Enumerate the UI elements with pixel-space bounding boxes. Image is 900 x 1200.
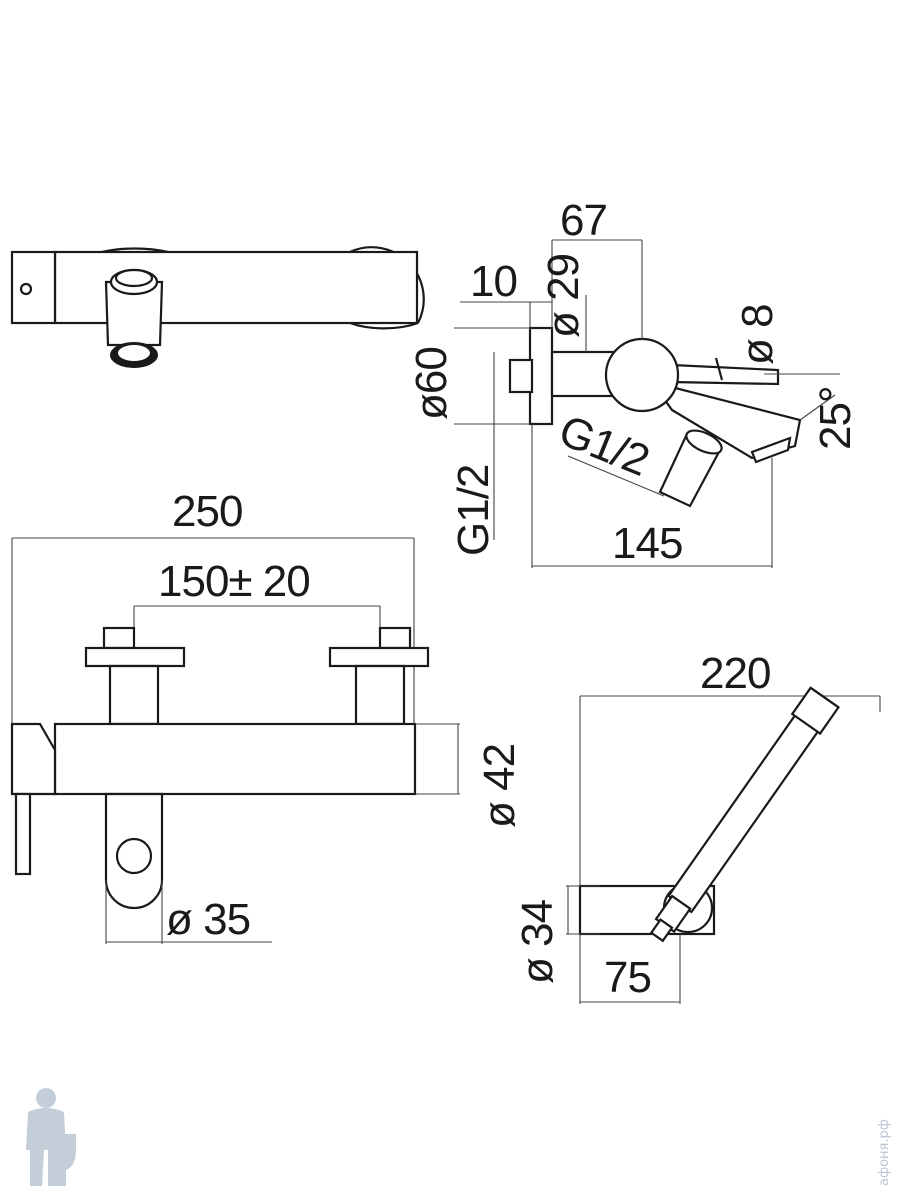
top-left-cap (101, 247, 169, 254)
front-lever (14, 792, 32, 876)
top-handle-pin (19, 282, 33, 296)
shower-stick-group (649, 686, 840, 943)
hand-shower-view: 220 ø 34 75 (513, 649, 881, 1004)
dim-34-label: ø 34 (513, 899, 562, 984)
side-lever (670, 363, 780, 386)
side-view: 67 ø 29 10 ø 8 ø60 G1/2 G1/2 25° 145 (407, 196, 860, 568)
front-left-eccentric (108, 664, 160, 726)
front-left-flange (84, 646, 186, 668)
watermark-text: афоня.рф (877, 1119, 892, 1186)
top-view (10, 246, 425, 368)
front-view: 250 150± 20 ø 42 ø 35 (10, 487, 524, 944)
dim-250-label: 250 (172, 487, 242, 536)
dim-75-label: 75 (604, 953, 651, 1002)
side-spout-tip (750, 436, 792, 464)
dim-42-label: ø 42 (475, 744, 524, 828)
dim-29-label: ø 29 (539, 254, 588, 338)
side-wall-flange (528, 326, 554, 426)
front-right-eccentric (354, 664, 406, 726)
front-body (53, 722, 417, 796)
side-dim-25-arc (799, 394, 836, 421)
side-main-cylinder (604, 337, 680, 413)
front-right-flange (328, 646, 430, 668)
shower-hose-nut (649, 918, 674, 943)
front-left-nut (102, 626, 136, 650)
dim-8-label: ø 8 (733, 304, 782, 365)
dim-150-label: 150± 20 (158, 557, 310, 606)
top-handle (10, 250, 57, 325)
dim-35-label: ø 35 (166, 895, 250, 944)
dim-25-label: 25° (811, 386, 860, 450)
dim-67-label: 67 (560, 196, 607, 245)
logo-head (36, 1088, 56, 1108)
side-body-tube (550, 350, 616, 398)
plumber-logo (26, 1088, 76, 1186)
dim-10-label: 10 (470, 257, 517, 306)
side-wall-connector (508, 358, 534, 394)
shower-head-end (790, 686, 840, 736)
top-diverter-knob-top (114, 268, 154, 288)
dim-220-label: 220 (700, 649, 770, 698)
side-lever-tip (714, 357, 724, 381)
dim-145-label: 145 (612, 519, 682, 568)
top-right-cap-lower (349, 321, 419, 330)
dim-60-label: ø60 (407, 347, 456, 420)
side-dim-g12-spout (567, 455, 665, 497)
front-spout-outlet (115, 837, 153, 875)
front-right-nut (378, 626, 412, 650)
top-aerator-inner (118, 345, 150, 361)
logo-toilet (50, 1134, 76, 1186)
dim-g12-spout-label: G1/2 (552, 406, 655, 486)
front-handle (10, 722, 57, 796)
side-diverter-cap (685, 429, 723, 455)
dim-g12-wall-label: G1/2 (449, 465, 498, 556)
